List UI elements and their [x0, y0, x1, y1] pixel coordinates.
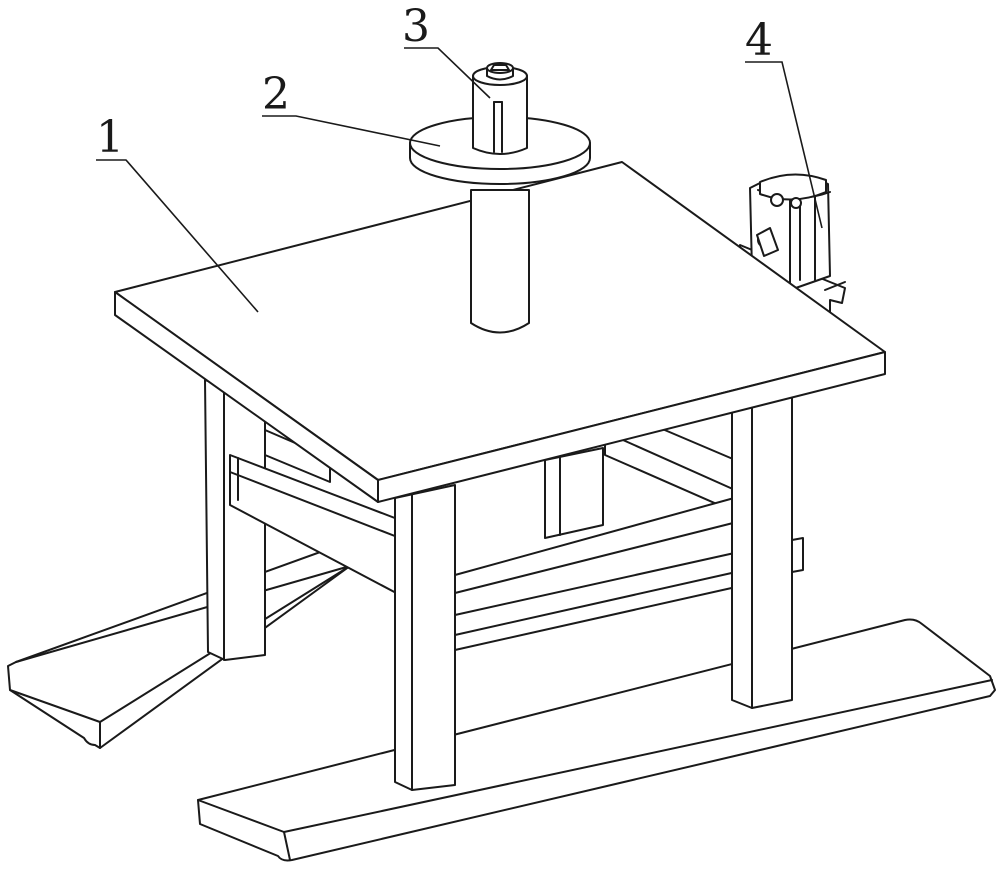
- callout-1: 1: [96, 112, 124, 163]
- callout-2: 2: [262, 69, 290, 120]
- rear-left-leg: [205, 380, 265, 660]
- left-base-foot: [8, 542, 350, 748]
- vertical-shaft: [471, 190, 529, 333]
- front-left-leg: [395, 485, 455, 790]
- hex-bolt: [487, 63, 513, 80]
- right-base-foot: [198, 620, 995, 861]
- callout-3: 3: [402, 1, 430, 52]
- callout-4: 4: [745, 15, 773, 66]
- rear-right-leg: [545, 448, 603, 538]
- front-right-leg: [732, 395, 803, 708]
